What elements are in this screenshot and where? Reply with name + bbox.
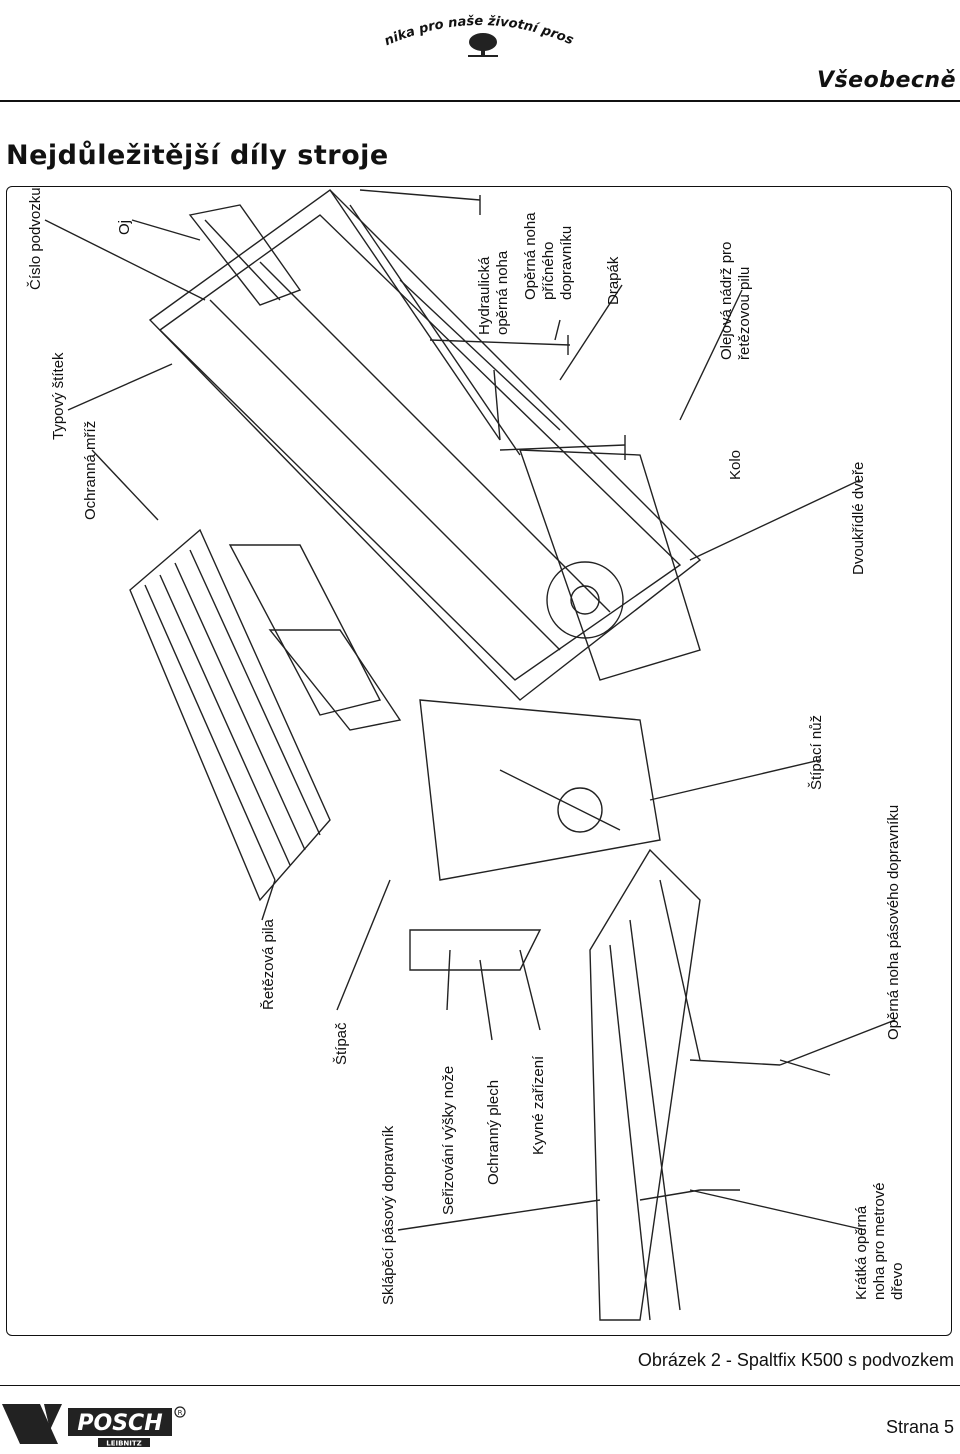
tree-icon [468, 33, 498, 57]
label-serizovani-vysky: Seřizování výšky nože [440, 1065, 457, 1215]
footer-rule [0, 1385, 960, 1386]
label-stipaci-nuz: Štípací nůž [808, 714, 825, 790]
page-title: Nejdůležitější díly stroje [6, 140, 389, 171]
brand-name: POSCH [77, 1411, 162, 1436]
label-olejova-nadrz: Olejová nádrž pro řetězovou pilu [718, 241, 753, 360]
header-rule [0, 100, 960, 102]
brand-sub: LEIBNITZ [106, 1440, 142, 1448]
label-operna-noha-pricneho: Opěrná noha příčného dopravníku [522, 212, 575, 300]
svg-text:R: R [178, 1409, 183, 1417]
label-hydraulicka-noha: Hydraulická opěrná noha [476, 250, 511, 335]
label-retezova-pila: Řetězová pila [260, 919, 277, 1010]
posch-emblem-icon [2, 1404, 62, 1444]
label-sklapeci-dopravnik: Sklápěcí pásový dopravník [380, 1125, 397, 1305]
label-ochranna-briz: Ochranná mříž [82, 420, 99, 520]
label-stipac: Štípač [333, 1022, 350, 1065]
posch-logo: POSCH LEIBNITZ R [0, 1398, 200, 1450]
label-kyvne-zarizeni: Kyvné zařízení [530, 1055, 547, 1155]
label-drapak: Drapák [605, 256, 622, 305]
page-number: Strana 5 [885, 1417, 954, 1437]
label-typovy-stitek: Typový štítek [50, 352, 67, 440]
figure-frame [6, 186, 952, 1336]
label-oj: Oj [116, 220, 133, 235]
label-kratka-noha: Krátká opěrná noha pro metrové dřevo [853, 1182, 906, 1300]
label-operna-noha-pasoveho: Opěrná noha pásového dopravníku [885, 804, 902, 1040]
section-title: Všeobecně [817, 68, 956, 93]
figure-caption: Obrázek 2 - Spaltfix K500 s podvozkem [637, 1350, 954, 1370]
slogan-emblem: Technika pro naše životní prostředí [375, 0, 580, 64]
label-cislo-podvozku: Číslo podvozku [27, 187, 44, 290]
label-dvoukridle-dvere: Dvoukřídlé dveře [850, 461, 867, 575]
label-ochranny-plech: Ochranný plech [485, 1079, 502, 1185]
label-kolo: Kolo [727, 449, 744, 480]
